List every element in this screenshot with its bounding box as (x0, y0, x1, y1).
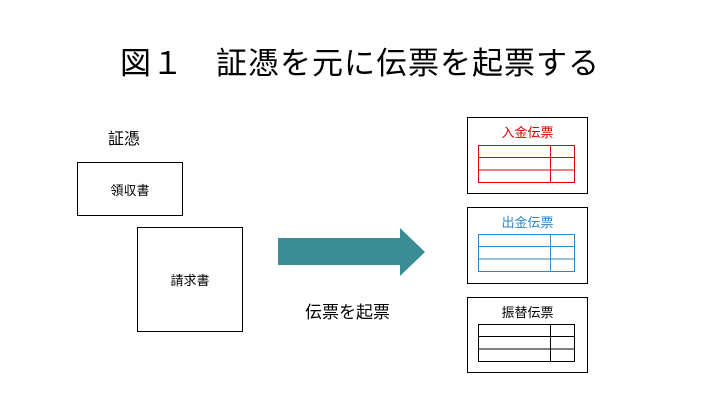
slip-table (478, 234, 575, 272)
invoice-document: 請求書 (137, 227, 243, 332)
slip-table (478, 324, 575, 362)
receipt-label: 領収書 (110, 183, 150, 199)
slip-title: 入金伝票 (501, 126, 554, 141)
slip-table (478, 145, 575, 183)
deposit-slip: 入金伝票 (467, 117, 588, 194)
invoice-label: 請求書 (170, 274, 210, 289)
slip-title: 出金伝票 (501, 216, 554, 231)
arrow-shape (278, 228, 425, 276)
transfer-slip: 振替伝票 (467, 297, 588, 373)
evidence-heading: 証憑 (108, 129, 141, 148)
arrow-caption: 伝票を起票 (305, 303, 390, 323)
page-title: 図１ 証憑を元に伝票を起票する (120, 46, 600, 82)
payment-slip: 出金伝票 (467, 207, 588, 284)
receipt-document: 領収書 (77, 162, 183, 216)
right-arrow-icon (278, 228, 425, 276)
slip-title: 振替伝票 (501, 306, 554, 321)
